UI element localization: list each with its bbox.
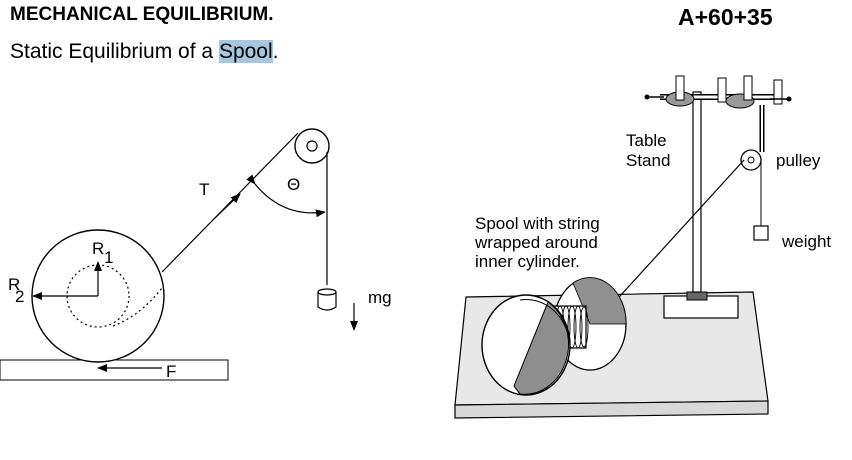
hanging-mass [317,292,337,311]
subtitle-suffix: . [272,40,279,63]
weight-label: weight [781,232,831,251]
stand-base-top [686,291,708,301]
subtitle-highlight: Spool [218,40,273,63]
spool-label-line1: Spool with string [475,214,600,233]
spool-label-line2: wrapped around [474,233,598,252]
friction-label: F [166,362,176,381]
r2-subscript: 2 [15,287,24,306]
tension-label: T [199,180,209,199]
apparatus-illustration: Table Stand pulley weight Spool with str… [454,75,831,419]
r2-label: R [8,275,20,294]
table-stand-label-line2: Stand [626,151,670,170]
stand-pole [692,91,702,293]
hanging-mass-top [317,288,337,296]
subtitle-prefix: Static Equilibrium of a [10,40,219,63]
pulley-label: pulley [776,151,821,170]
pulley-axle [747,156,755,164]
spool-string [599,159,745,319]
string-line [161,132,299,273]
tension-arrow [213,193,241,220]
free-body-diagram: T R 1 R 2 Θ mg F [0,128,392,381]
spool-front-flange-rim [519,299,571,346]
spool-label-line3: inner cylinder. [475,252,580,271]
table-stand-label-line1: Table [626,131,667,150]
stand-clamps [644,75,792,109]
table-edge [454,400,769,419]
floor-surface [0,359,229,381]
theta-label: Θ [287,175,300,194]
mg-label: mg [368,288,392,307]
spool-front-flange-shade [513,301,569,395]
weight-block [753,225,769,241]
experiment-code: A+60+35 [678,4,773,30]
page-title: MECHANICAL EQUILIBRIUM. [10,4,274,25]
r1-subscript: 1 [104,248,113,267]
page-subtitle: Static Equilibrium of a Spool. [10,40,279,64]
r1-label: R [92,239,104,258]
theta-arc [246,174,326,218]
pulley-inner [306,140,318,152]
